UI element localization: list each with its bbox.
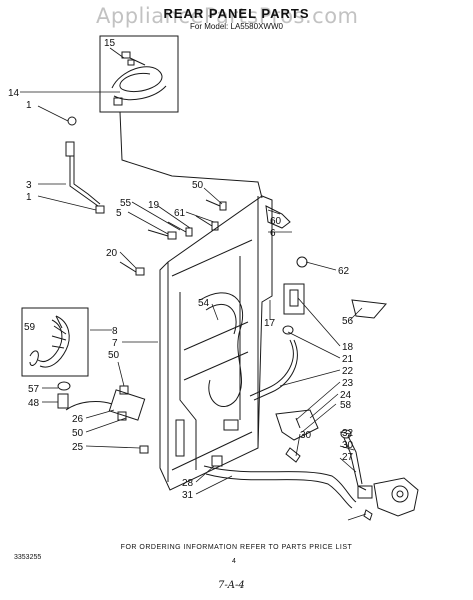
callout-26: 26: [72, 414, 84, 425]
callout-19: 19: [148, 200, 160, 211]
callout-18: 18: [342, 342, 354, 353]
right-side-parts: [249, 205, 387, 463]
pump-assembly: [203, 429, 419, 521]
callout-56: 56: [342, 316, 354, 327]
leader-lines: [20, 47, 367, 521]
cord-route: [119, 111, 263, 199]
callout-21: 21: [342, 354, 354, 365]
callout-1: 1: [26, 100, 32, 111]
callout-24: 24: [340, 390, 352, 401]
callout-61: 61: [174, 208, 186, 219]
left-lower-parts: [57, 381, 149, 454]
watermark-text: AppliancePartsPros.com: [96, 4, 359, 28]
callout-20: 20: [106, 248, 118, 259]
rear-panel: [159, 195, 273, 491]
callout-22: 22: [342, 366, 354, 377]
callout-50: 50: [108, 350, 120, 361]
callout-27: 27: [342, 452, 354, 463]
callout-50: 50: [72, 428, 84, 439]
callout-50: 50: [192, 180, 204, 191]
power-cord-inset: [99, 35, 179, 113]
callout-3: 3: [26, 180, 32, 191]
callout-25: 25: [72, 442, 84, 453]
callout-14: 14: [8, 88, 20, 99]
callout-28: 28: [182, 478, 194, 489]
screws-top: [119, 199, 227, 276]
callout-32: 32: [342, 428, 354, 439]
callout-30: 30: [342, 440, 354, 451]
callout-31: 31: [182, 490, 194, 501]
handwritten-note: 7-A-4: [218, 580, 245, 591]
callout-55: 55: [120, 198, 132, 209]
callout-7: 7: [112, 338, 118, 349]
callout-48: 48: [28, 398, 40, 409]
document-code: 3353255: [14, 554, 42, 561]
callout-1: 1: [26, 192, 32, 203]
callout-59: 59: [24, 322, 36, 333]
callout-54: 54: [198, 298, 210, 309]
callout-5: 5: [116, 208, 122, 219]
ordering-note: FOR ORDERING INFORMATION REFER TO PARTS …: [120, 544, 353, 551]
page-number: 4: [232, 558, 236, 565]
callout-23: 23: [342, 378, 354, 389]
callout-60: 60: [270, 216, 282, 227]
page-title: REAR PANEL PARTS: [163, 6, 310, 21]
callout-17: 17: [264, 318, 276, 329]
strain-relief-parts: [65, 116, 105, 214]
callout-8: 8: [112, 326, 118, 337]
callout-6: 6: [270, 228, 276, 239]
model-subtitle: For Model: LA5580XWW0: [190, 22, 283, 31]
callout-57: 57: [28, 384, 40, 395]
callout-62: 62: [338, 266, 350, 277]
callout-30: 30: [300, 430, 312, 441]
hose-inset: [21, 307, 89, 377]
callout-15: 15: [104, 38, 116, 49]
callout-58: 58: [340, 400, 352, 411]
